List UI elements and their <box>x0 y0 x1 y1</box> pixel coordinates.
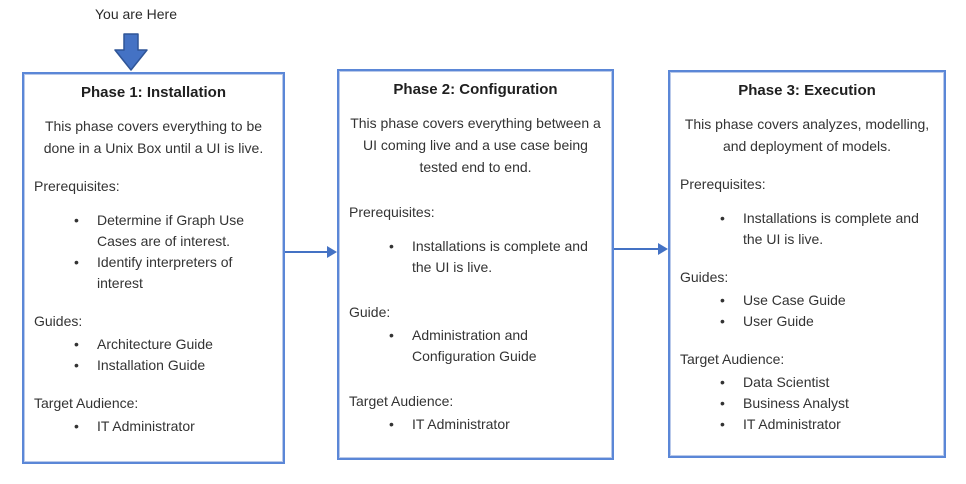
phase-box-2: Phase 2: Configuration This phase covers… <box>337 69 614 460</box>
arrowhead-right-icon <box>658 243 668 255</box>
bullet-icon: • <box>74 254 79 270</box>
bullet-icon: • <box>720 313 725 329</box>
list-item: • Installations is complete and the UI i… <box>349 236 602 278</box>
list-item-text: Identify interpreters of interest <box>97 254 233 291</box>
section-label: Target Audience: <box>349 393 454 409</box>
list-item-text: Installation Guide <box>97 357 206 373</box>
section-items: • Use Case Guide • User Guide <box>680 290 934 332</box>
arrowhead-right-icon <box>327 246 337 258</box>
phase-sections: Prerequisites: • Installations is comple… <box>349 202 602 435</box>
section-label: Guides: <box>680 269 729 285</box>
bullet-icon: • <box>720 292 725 308</box>
connector-arrow-2 <box>614 243 668 255</box>
list-item-text: Use Case Guide <box>743 292 846 308</box>
list-item: • User Guide <box>680 311 934 332</box>
list-item-text: Administration and Configuration Guide <box>412 327 537 364</box>
list-item: • Architecture Guide <box>34 334 273 355</box>
phase-section: Target Audience: • Data Scientist • Busi… <box>680 349 934 435</box>
phase-sections: Prerequisites: • Determine if Graph Use … <box>34 176 273 437</box>
down-arrow-icon <box>114 33 148 71</box>
list-item: • Business Analyst <box>680 393 934 414</box>
bullet-icon: • <box>389 327 394 343</box>
bullet-icon: • <box>74 212 79 228</box>
section-items: • Architecture Guide • Installation Guid… <box>34 334 273 376</box>
list-item-text: Determine if Graph Use Cases are of inte… <box>97 212 245 249</box>
bullet-icon: • <box>389 238 394 254</box>
section-label: Guides: <box>34 313 83 329</box>
list-item: • Installations is complete and the UI i… <box>680 208 934 250</box>
section-label: Prerequisites: <box>34 178 120 194</box>
phase-section: Target Audience: • IT Administrator <box>349 391 602 435</box>
section-label: Target Audience: <box>34 395 139 411</box>
phase-section: Prerequisites: • Installations is comple… <box>680 174 934 250</box>
section-label: Target Audience: <box>680 351 785 367</box>
section-items: • Determine if Graph Use Cases are of in… <box>34 210 273 294</box>
bullet-icon: • <box>74 418 79 434</box>
section-items: • IT Administrator <box>349 414 602 435</box>
list-item: • Administration and Configuration Guide <box>349 325 602 367</box>
phase-section: Prerequisites: • Determine if Graph Use … <box>34 176 273 294</box>
list-item: • Identify interpreters of interest <box>34 252 273 294</box>
phase-sections: Prerequisites: • Installations is comple… <box>680 174 934 435</box>
list-item-text: IT Administrator <box>412 416 510 432</box>
bullet-icon: • <box>720 416 725 432</box>
list-item-text: IT Administrator <box>97 418 195 434</box>
section-label: Prerequisites: <box>680 176 766 192</box>
list-item: • Data Scientist <box>680 372 934 393</box>
list-item: • IT Administrator <box>680 414 934 435</box>
phase-section: Guides: • Architecture Guide • Installat… <box>34 311 273 376</box>
phase-box-3: Phase 3: Execution This phase covers ana… <box>668 70 946 458</box>
list-item: • IT Administrator <box>34 416 273 437</box>
list-item-text: Installations is complete and the UI is … <box>412 238 588 275</box>
you-are-here-label: You are Here <box>95 6 177 22</box>
bullet-icon: • <box>720 374 725 390</box>
bullet-icon: • <box>389 416 394 432</box>
bullet-icon: • <box>74 357 79 373</box>
section-label: Prerequisites: <box>349 204 435 220</box>
list-item-text: Architecture Guide <box>97 336 213 352</box>
phase-box-1: Phase 1: Installation This phase covers … <box>22 72 285 464</box>
phase-description: This phase covers everything between a U… <box>350 115 601 175</box>
bullet-icon: • <box>74 336 79 352</box>
connector-arrow-1 <box>285 246 337 258</box>
phase-description: This phase covers analyzes, modelling, a… <box>684 116 930 154</box>
section-items: • Administration and Configuration Guide <box>349 325 602 367</box>
list-item-text: Installations is complete and the UI is … <box>743 210 919 247</box>
bullet-icon: • <box>720 210 725 226</box>
phase-section: Guide: • Administration and Configuratio… <box>349 302 602 367</box>
section-label: Guide: <box>349 304 391 320</box>
list-item: • Use Case Guide <box>680 290 934 311</box>
bullet-icon: • <box>720 395 725 411</box>
phase-section: Prerequisites: • Installations is comple… <box>349 202 602 278</box>
list-item-text: Data Scientist <box>743 374 830 390</box>
list-item-text: User Guide <box>743 313 814 329</box>
section-items: • IT Administrator <box>34 416 273 437</box>
list-item-text: IT Administrator <box>743 416 841 432</box>
list-item-text: Business Analyst <box>743 395 849 411</box>
list-item: • Installation Guide <box>34 355 273 376</box>
phase-section: Target Audience: • IT Administrator <box>34 393 273 437</box>
section-items: • Data Scientist • Business Analyst • IT… <box>680 372 934 435</box>
section-items: • Installations is complete and the UI i… <box>349 236 602 278</box>
phase-section: Guides: • Use Case Guide • User Guide <box>680 267 934 332</box>
phase-title: Phase 3: Execution <box>738 82 876 99</box>
list-item: • Determine if Graph Use Cases are of in… <box>34 210 273 252</box>
section-items: • Installations is complete and the UI i… <box>680 208 934 250</box>
phase-title: Phase 1: Installation <box>80 84 227 101</box>
phase-title: Phase 2: Configuration <box>393 81 558 98</box>
list-item: • IT Administrator <box>349 414 602 435</box>
phase-description: This phase covers everything to be done … <box>43 118 264 156</box>
